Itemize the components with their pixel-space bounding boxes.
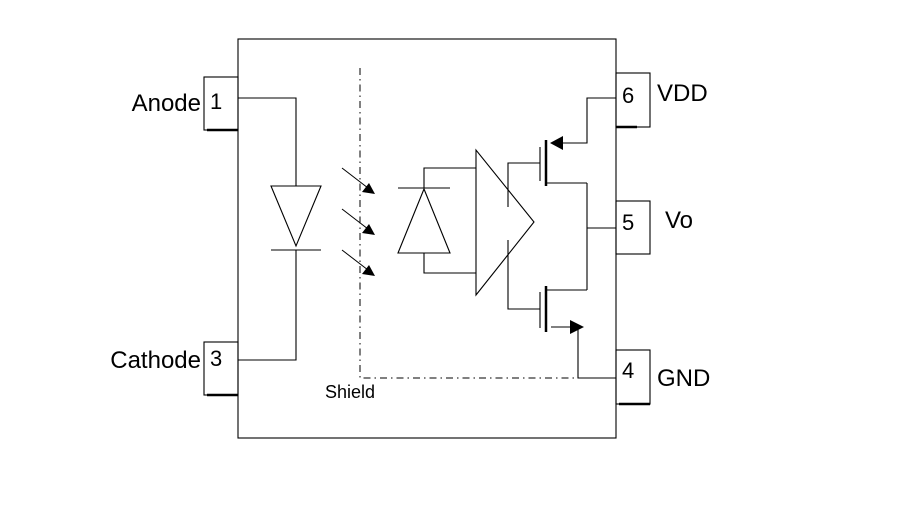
pin-1-label: Anode <box>132 90 201 117</box>
light-arrow-head <box>362 183 375 194</box>
photodiode-bottom-wire <box>423 253 476 274</box>
cathode-wire <box>238 250 297 361</box>
pin-5-vo: 5 Vo <box>615 200 693 255</box>
pin-5-label: Vo <box>665 207 693 234</box>
led-diode <box>238 97 322 361</box>
pin-6-number: 6 <box>622 83 634 108</box>
pin-5-number: 5 <box>622 210 634 235</box>
amplifier-triangle <box>475 148 535 297</box>
nmos-source-wire <box>551 326 616 379</box>
nmos-transistor <box>507 240 616 379</box>
nmos-gate-wire <box>507 240 540 310</box>
light-arrow-head <box>362 224 375 235</box>
led-triangle <box>270 185 322 248</box>
light-arrow-head <box>362 265 375 276</box>
pin-4-number: 4 <box>622 358 634 383</box>
light-arrow-line <box>341 249 369 271</box>
pin-1-number: 1 <box>210 89 222 114</box>
pin-6-vdd: 6 VDD <box>615 72 708 129</box>
photodiode-triangle <box>397 187 451 254</box>
pin-6-label: VDD <box>657 80 708 107</box>
pmos-source-wire <box>551 97 616 144</box>
light-arrow-line <box>341 208 369 230</box>
nmos-arrow <box>570 320 584 334</box>
anode-wire <box>238 97 297 186</box>
photodiode <box>397 167 476 274</box>
pin-4-gnd: 4 GND <box>615 349 710 406</box>
pmos-gate-wire <box>507 162 540 207</box>
shield-label: Shield <box>325 382 375 402</box>
pin-3-label: Cathode <box>110 347 201 374</box>
light-arrows <box>341 167 375 276</box>
pin-3-number: 3 <box>210 346 222 371</box>
pin-1-anode: 1 Anode <box>132 76 239 132</box>
pin-4-label: GND <box>657 365 710 392</box>
shield-line <box>359 68 616 379</box>
package-outline <box>237 38 617 439</box>
pmos-transistor <box>507 97 616 207</box>
pin-3-cathode: 3 Cathode <box>110 341 239 397</box>
pmos-arrow <box>550 136 563 150</box>
light-arrow-line <box>341 167 369 189</box>
photodiode-top-wire <box>423 167 476 188</box>
